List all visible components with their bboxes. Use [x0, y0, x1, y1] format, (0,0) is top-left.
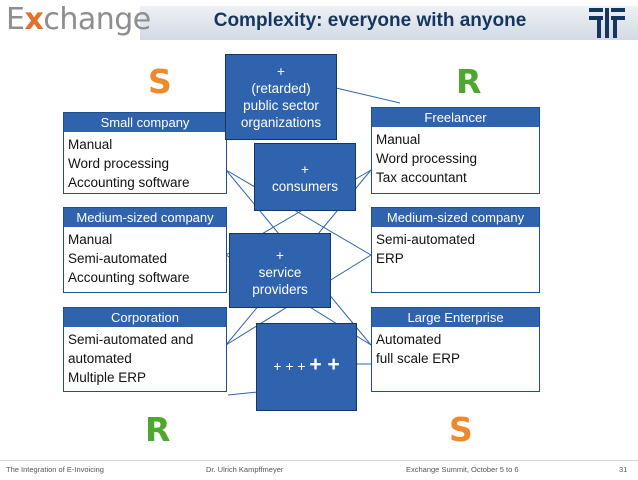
brand-mark-icon	[589, 8, 625, 38]
plus-big: + +	[309, 353, 340, 376]
box-line: ERP	[376, 251, 404, 266]
box-title: Small company	[64, 113, 226, 132]
box-line: Tax accountant	[376, 170, 467, 185]
box-title: Medium-sized company	[64, 208, 226, 227]
box-line: Accounting software	[68, 270, 190, 285]
callout-line: providers	[252, 282, 308, 297]
footer-right-text: Exchange Summit, October 5 to 6	[406, 465, 519, 474]
box-line: Manual	[376, 132, 421, 147]
service-providers-callout: + service providers	[229, 233, 331, 308]
freelancer-box: Freelancer Manual Word processing Tax ac…	[371, 107, 540, 194]
footer-left-text: The Integration of E-Invoicing	[6, 465, 104, 474]
box-title: Medium-sized company	[372, 208, 539, 227]
callout-line: consumers	[271, 179, 339, 194]
box-line: Manual	[68, 137, 113, 152]
connector-line	[335, 87, 401, 104]
box-line: Word processing	[68, 156, 170, 171]
box-line: Word processing	[376, 151, 478, 166]
slide-footer	[0, 460, 638, 480]
box-line: Automated	[376, 332, 442, 347]
letter-r-bottom: R	[145, 410, 171, 449]
page-number: 31	[619, 465, 628, 474]
letter-s-top: S	[148, 62, 172, 101]
plus-small: + + +	[273, 358, 306, 374]
logo-x: x	[24, 2, 44, 37]
box-line: full scale ERP	[376, 351, 461, 366]
large-enterprise-box: Large Enterprise Automated full scale ER…	[371, 307, 540, 392]
slide-title: Complexity: everyone with anyone	[213, 10, 527, 31]
callout-line: organizations	[240, 115, 322, 130]
logo-suffix: change	[43, 2, 151, 37]
box-title: Large Enterprise	[372, 308, 539, 327]
small-company-box: Small company Manual Word processing Acc…	[63, 112, 227, 194]
exchange-logo: Exchange	[6, 2, 151, 37]
callout-line: public sector	[243, 98, 319, 113]
logo-prefix: E	[6, 2, 25, 37]
consumers-callout: + consumers	[254, 143, 356, 211]
callout-line: +	[276, 248, 284, 263]
box-title: Freelancer	[372, 108, 539, 127]
footer-center-text: Dr. Ulrich Kampffmeyer	[206, 465, 284, 474]
connector-line	[227, 391, 259, 396]
box-line: automated	[68, 351, 132, 366]
box-line: Manual	[68, 232, 113, 247]
callout-line: service	[258, 265, 302, 280]
box-title: Corporation	[64, 308, 226, 327]
letter-s-bottom: S	[449, 410, 473, 449]
box-line: Accounting software	[68, 175, 190, 190]
box-line: Semi-automated	[376, 232, 476, 247]
letter-r-top: R	[456, 62, 482, 101]
box-line: Semi-automated and	[68, 332, 194, 347]
corporation-box: Corporation Semi-automated and automated…	[63, 307, 227, 392]
medium-company-right-box: Medium-sized company Semi-automated ERP	[371, 207, 540, 293]
callout-line: +	[301, 162, 309, 177]
box-line: Semi-automated	[68, 251, 168, 266]
box-line: Multiple ERP	[68, 370, 147, 385]
public-sector-callout: + (retarded) public sector organizations	[225, 54, 337, 140]
callout-line: +	[277, 64, 285, 79]
medium-company-left-box: Medium-sized company Manual Semi-automat…	[63, 207, 227, 293]
callout-line: (retarded)	[251, 81, 311, 96]
header-gradient-bar	[140, 6, 638, 40]
plus-callout: + + + + +	[256, 323, 357, 411]
